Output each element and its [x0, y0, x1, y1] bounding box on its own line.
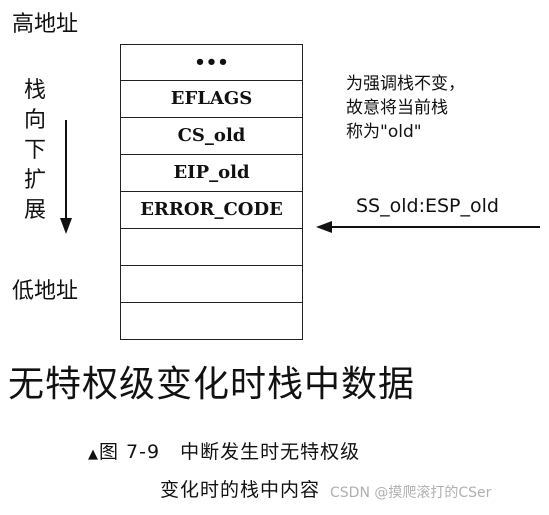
stack-cell-error-code: ERROR_CODE [120, 192, 303, 229]
growth-char: 栈 [23, 78, 46, 103]
stack-cell-eip-old: EIP_old [120, 155, 303, 192]
growth-char: 展 [23, 198, 46, 223]
stack-cell-eflags: EFLAGS [120, 81, 303, 118]
low-address-label: 低地址 [12, 279, 79, 304]
stack-cell-ellipsis: ••• [120, 44, 303, 81]
note-text: 为强调栈不变， 故意将当前栈 称为"old" [346, 72, 516, 144]
stack-pointer-label: SS_old:ESP_old [356, 195, 499, 217]
caption-line-2: 变化时的栈中内容 [160, 479, 321, 501]
stack-cell-empty [120, 229, 303, 266]
stack-cell-cs-old: CS_old [120, 118, 303, 155]
caption-text: 图 7-9 中断发生时无特权级 [99, 441, 361, 463]
triangle-marker-icon: ▲ [88, 447, 99, 462]
note-line: 故意将当前栈 [346, 98, 448, 118]
figure-title: 无特权级变化时栈中数据 [8, 364, 416, 405]
stack-growth-label: 栈 向 下 扩 展 [22, 76, 48, 226]
caption-line-1: ▲图 7-9 中断发生时无特权级 [88, 437, 360, 464]
high-address-label: 高地址 [12, 12, 79, 37]
growth-arrow-icon [60, 120, 72, 234]
stack-cell-empty [120, 266, 303, 303]
pointer-arrow-icon [316, 221, 540, 233]
stack-frame: ••• EFLAGS CS_old EIP_old ERROR_CODE [120, 44, 303, 340]
growth-char: 向 [23, 108, 46, 133]
growth-char: 扩 [23, 168, 46, 193]
growth-char: 下 [23, 138, 46, 163]
stack-cell-empty [120, 303, 303, 340]
note-line: 为强调栈不变， [346, 74, 465, 94]
watermark: CSDN @摸爬滚打的CSer [330, 485, 492, 501]
note-line: 称为"old" [346, 122, 422, 142]
